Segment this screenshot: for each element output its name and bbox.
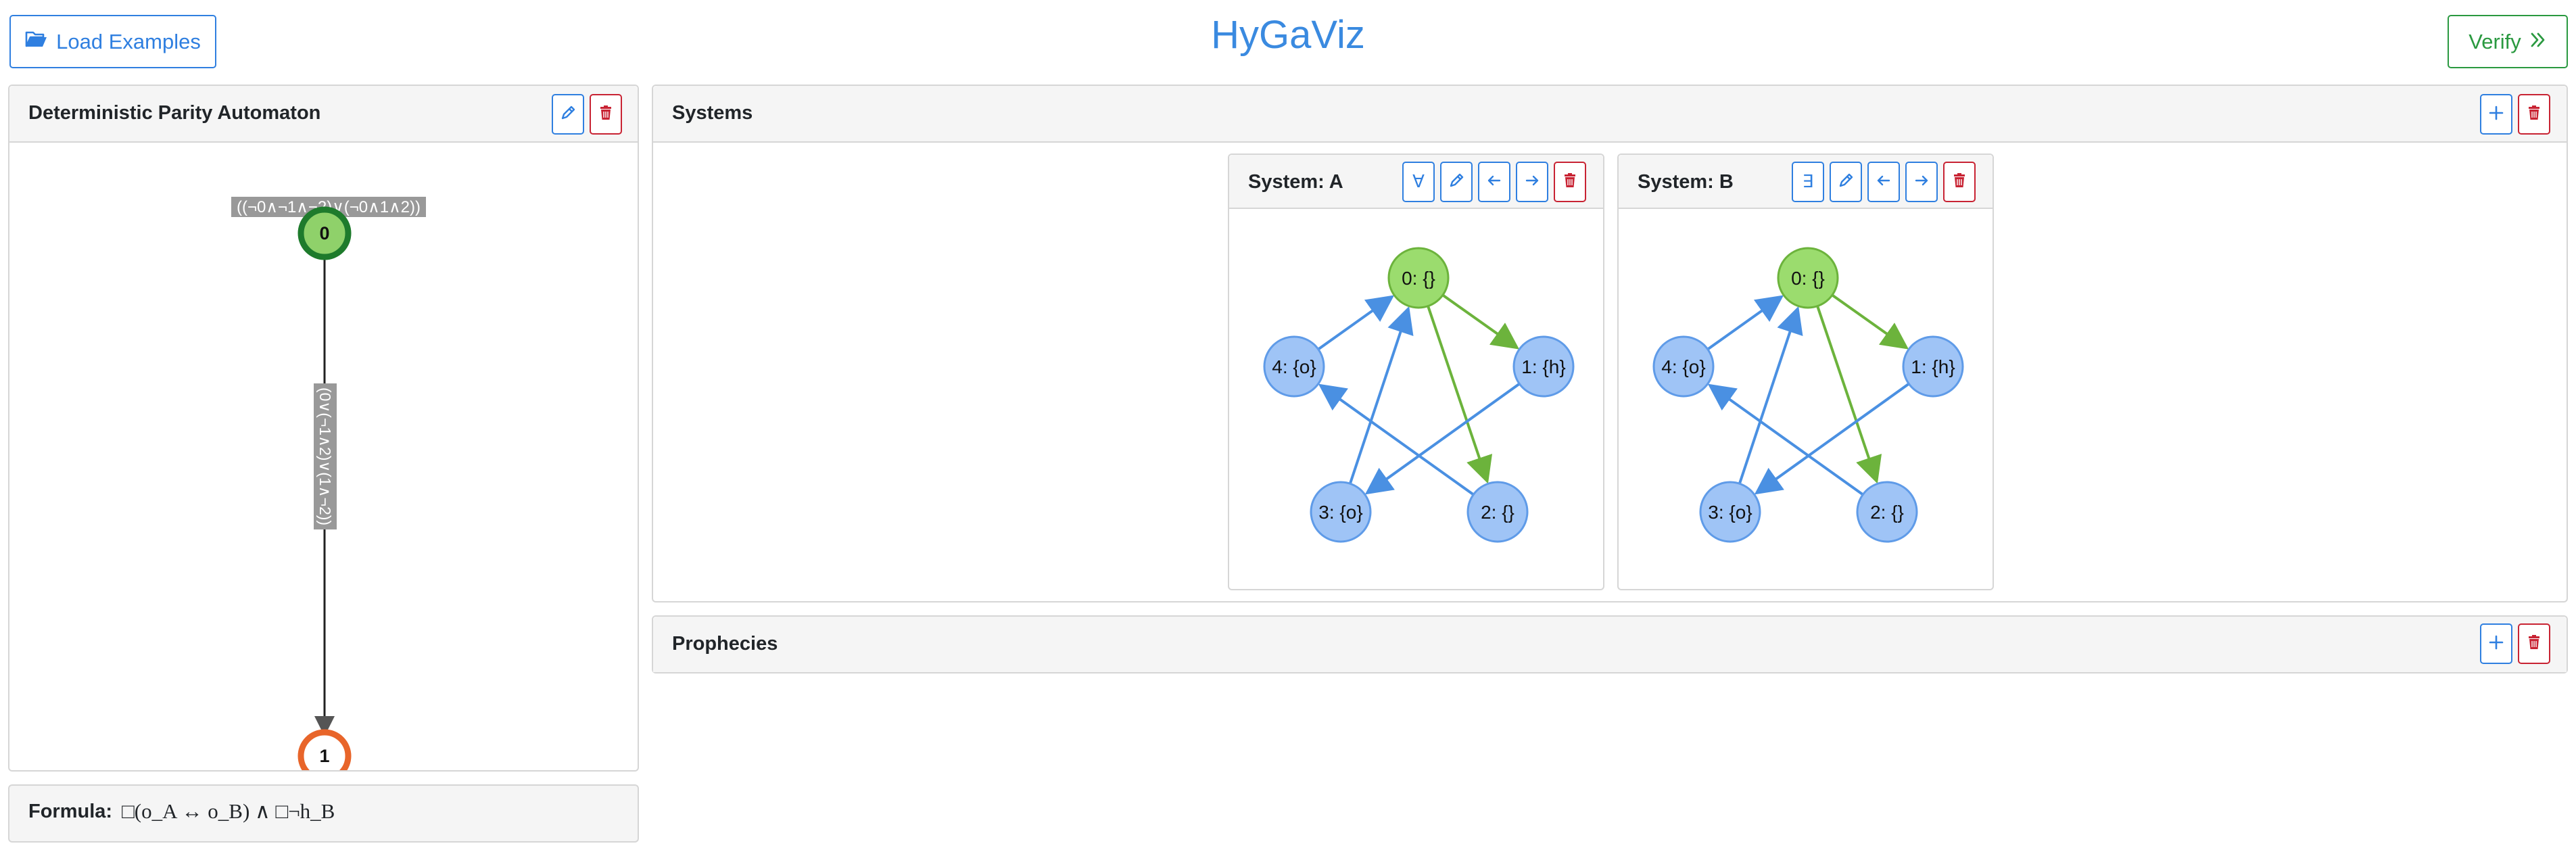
trash-icon <box>2525 634 2543 655</box>
arrow-right-icon <box>1523 172 1541 193</box>
system-edge-0-2 <box>1427 306 1493 484</box>
system-node-label: 4: {o} <box>1661 356 1705 377</box>
system-a-graph: 0: {} 1: {h} 2: {} 3: {o} 4: {o} <box>1263 247 1575 543</box>
system-node-label: 0: {} <box>1791 268 1825 289</box>
delete-automaton-button[interactable] <box>590 94 622 135</box>
system-b-graph: 0: {} 1: {h} 2: {} 3: {o} 4: {o} <box>1652 247 1964 543</box>
system-a-title: System: A <box>1248 171 1343 193</box>
system-node-3[interactable] <box>1310 481 1372 543</box>
system-b-quantifier: ∃ <box>1802 172 1814 192</box>
system-edge-3-0 <box>1348 306 1414 484</box>
arrow-right-icon <box>1913 172 1930 193</box>
systems-card-header: Systems <box>653 86 2567 143</box>
load-examples-button[interactable]: Load Examples <box>9 15 216 68</box>
systems-card: Systems System: A ∀ <box>652 85 2568 602</box>
trash-icon <box>597 104 615 125</box>
add-system-button[interactable] <box>2480 94 2512 135</box>
trash-icon <box>1951 172 1968 193</box>
load-examples-label: Load Examples <box>56 29 201 53</box>
system-b-move-right-button[interactable] <box>1905 162 1938 202</box>
system-edge-0-1 <box>1831 293 1909 350</box>
system-node-label: 2: {} <box>1870 502 1904 523</box>
verify-label: Verify <box>2468 29 2521 53</box>
system-node-0[interactable] <box>1387 247 1450 309</box>
system-edge-2-4 <box>1318 383 1475 496</box>
formula-label: Formula: <box>28 800 113 822</box>
delete-prophecies-button[interactable] <box>2518 623 2550 664</box>
system-node-4[interactable] <box>1652 335 1715 398</box>
system-a-card: System: A ∀ <box>1228 153 1604 590</box>
state-1-label: 1 <box>319 746 329 766</box>
double-chevron-right-icon <box>2529 30 2547 54</box>
system-edge-3-0 <box>1738 306 1803 484</box>
arrow-left-icon <box>1485 172 1503 193</box>
pencil-icon <box>1448 172 1465 193</box>
system-node-label: 3: {o} <box>1318 502 1362 523</box>
formula-card: Formula: □(o_A ↔ o_B) ∧ □¬h_B <box>8 784 639 843</box>
systems-title: Systems <box>672 102 753 124</box>
system-node-label: 3: {o} <box>1708 502 1752 523</box>
pencil-icon <box>1837 172 1855 193</box>
system-edge-2-4 <box>1707 383 1864 496</box>
system-node-1[interactable] <box>1512 335 1575 398</box>
system-edge-1-3 <box>1364 383 1521 495</box>
system-a-header: System: A ∀ <box>1229 155 1603 209</box>
app-title: HyGaViz <box>1211 13 1365 57</box>
plus-icon <box>2487 634 2505 655</box>
system-node-label: 1: {h} <box>1521 356 1565 377</box>
edge-0-1-label-box <box>314 383 337 529</box>
automaton-card: Deterministic Parity Automaton ((¬0∧¬1∧¬… <box>8 85 639 772</box>
system-node-label: 2: {} <box>1481 502 1514 523</box>
system-edge-4-0 <box>1317 295 1395 351</box>
edge-0-1-label: (0∨(¬1∧2)∨(1∧¬2)) <box>316 387 334 525</box>
prophecies-title: Prophecies <box>672 633 778 655</box>
automaton-card-header: Deterministic Parity Automaton <box>9 86 638 143</box>
formula: Formula: □(o_A ↔ o_B) ∧ □¬h_B <box>28 799 335 824</box>
delete-systems-button[interactable] <box>2518 94 2550 135</box>
system-b-edit-button[interactable] <box>1830 162 1862 202</box>
system-a-delete-button[interactable] <box>1554 162 1586 202</box>
state-0-label: 0 <box>319 223 329 243</box>
system-b-move-left-button[interactable] <box>1867 162 1900 202</box>
prophecies-card-header: Prophecies <box>653 617 2567 672</box>
trash-icon <box>2525 104 2543 125</box>
prophecies-card: Prophecies <box>652 615 2568 673</box>
system-node-4[interactable] <box>1263 335 1325 398</box>
system-node-label: 1: {h} <box>1911 356 1955 377</box>
system-a-move-right-button[interactable] <box>1516 162 1548 202</box>
folder-open-icon <box>25 30 48 54</box>
edit-automaton-button[interactable] <box>552 94 584 135</box>
pencil-icon <box>559 104 577 125</box>
trash-icon <box>1561 172 1579 193</box>
add-prophecy-button[interactable] <box>2480 623 2512 664</box>
system-edge-4-0 <box>1707 295 1784 351</box>
system-node-3[interactable] <box>1699 481 1761 543</box>
system-edge-0-2 <box>1816 306 1882 484</box>
plus-icon <box>2487 104 2505 125</box>
automaton-graph: ((¬0∧¬1∧¬2)∨(¬0∧1∧2)) (0∨(¬1∧2)∨(1∧¬2)) … <box>231 197 426 770</box>
system-node-2[interactable] <box>1466 481 1529 543</box>
system-b-quantifier-button[interactable]: ∃ <box>1792 162 1824 202</box>
system-b-header: System: B ∃ <box>1619 155 1993 209</box>
state-1-node[interactable] <box>297 729 352 770</box>
system-node-label: 4: {o} <box>1272 356 1316 377</box>
system-node-1[interactable] <box>1902 335 1964 398</box>
system-b-title: System: B <box>1638 171 1734 193</box>
system-a-quantifier: ∀ <box>1412 172 1425 192</box>
system-edge-0-1 <box>1441 293 1520 350</box>
system-node-2[interactable] <box>1856 481 1918 543</box>
arrow-left-icon <box>1875 172 1892 193</box>
system-node-0[interactable] <box>1777 247 1839 309</box>
system-a-edit-button[interactable] <box>1440 162 1473 202</box>
system-edge-1-3 <box>1754 383 1910 495</box>
verify-button[interactable]: Verify <box>2448 15 2568 68</box>
system-a-move-left-button[interactable] <box>1478 162 1510 202</box>
automaton-title: Deterministic Parity Automaton <box>28 102 321 124</box>
formula-text: □(o_A ↔ o_B) ∧ □¬h_B <box>122 799 335 823</box>
system-b-delete-button[interactable] <box>1943 162 1976 202</box>
system-b-card: System: B ∃ <box>1617 153 1994 590</box>
state-0-node[interactable] <box>297 206 352 260</box>
system-node-label: 0: {} <box>1402 268 1435 289</box>
system-a-quantifier-button[interactable]: ∀ <box>1402 162 1435 202</box>
